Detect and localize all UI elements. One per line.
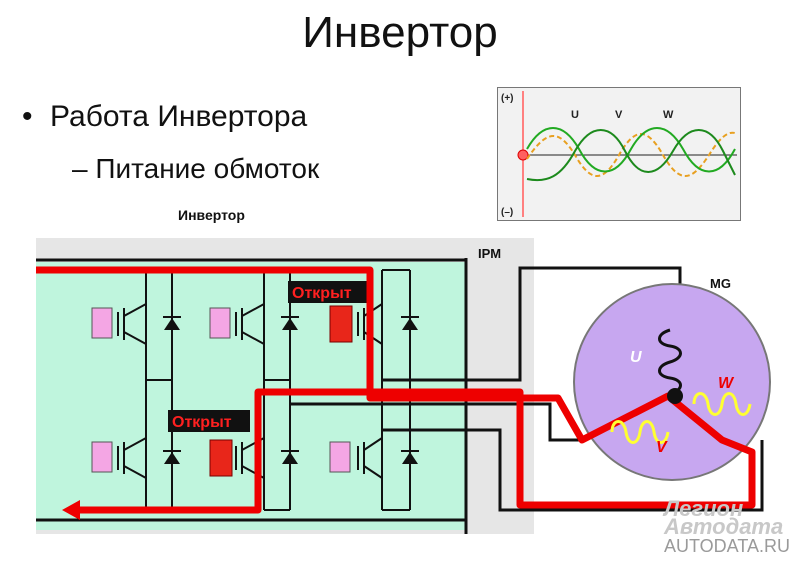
wave-v-label: V — [615, 109, 623, 121]
coil-w-label: W — [718, 375, 735, 392]
motor-circle — [573, 283, 771, 481]
open-label-top-bg — [288, 281, 370, 303]
wave-u — [526, 127, 736, 173]
current-path — [36, 266, 756, 514]
coil-v-label: V — [656, 439, 668, 456]
bullet-dot: • — [22, 100, 33, 133]
plus-label: (+) — [501, 93, 514, 104]
bullet-text: Работа Инвертора — [50, 100, 308, 133]
open-label-bottom: Открыт — [172, 414, 232, 431]
igbt-gate-w-high-open — [329, 305, 353, 343]
coil-u — [658, 328, 682, 396]
neutral-point — [667, 388, 683, 404]
wave-w — [526, 131, 736, 177]
wave-v — [526, 129, 736, 182]
igbt-gate-w-low — [329, 441, 351, 473]
wave-w-label: W — [663, 109, 674, 121]
igbt-symbols — [117, 303, 383, 479]
coil-w — [692, 392, 752, 416]
wave-u-label: U — [571, 109, 579, 121]
slide-title: Инвертор — [302, 8, 498, 57]
igbt-gate-u-high — [91, 307, 113, 339]
waveform-inset: (+) (–) U V W — [497, 87, 741, 221]
igbt-gate-v-high — [209, 307, 231, 339]
open-label-top: Открыт — [292, 285, 352, 302]
current-arrow-head — [62, 500, 80, 520]
subbullet-item: – Питание обмоток — [72, 153, 319, 185]
minus-label: (–) — [501, 207, 513, 218]
diodes — [163, 316, 419, 464]
igbt-gates — [91, 305, 353, 477]
coil-u-label: U — [630, 349, 642, 366]
igbt-gate-u-low — [91, 441, 113, 473]
mg-label: MG — [710, 276, 731, 291]
coil-v — [610, 420, 670, 444]
igbt-gate-v-low-open — [209, 439, 233, 477]
current-point — [517, 149, 529, 161]
subbullet-dash: – — [72, 153, 88, 184]
brand-logo: Легион Автодата — [664, 496, 784, 539]
open-label-bottom-bg — [168, 410, 250, 432]
subbullet-text: Питание обмоток — [95, 153, 320, 184]
bullet-item: • Работа Инвертора — [22, 100, 307, 134]
brand-url: AUTODATA.RU — [664, 536, 791, 556]
ipm-label: IPM — [478, 246, 501, 261]
inverter-label: Инвертор — [178, 207, 245, 223]
